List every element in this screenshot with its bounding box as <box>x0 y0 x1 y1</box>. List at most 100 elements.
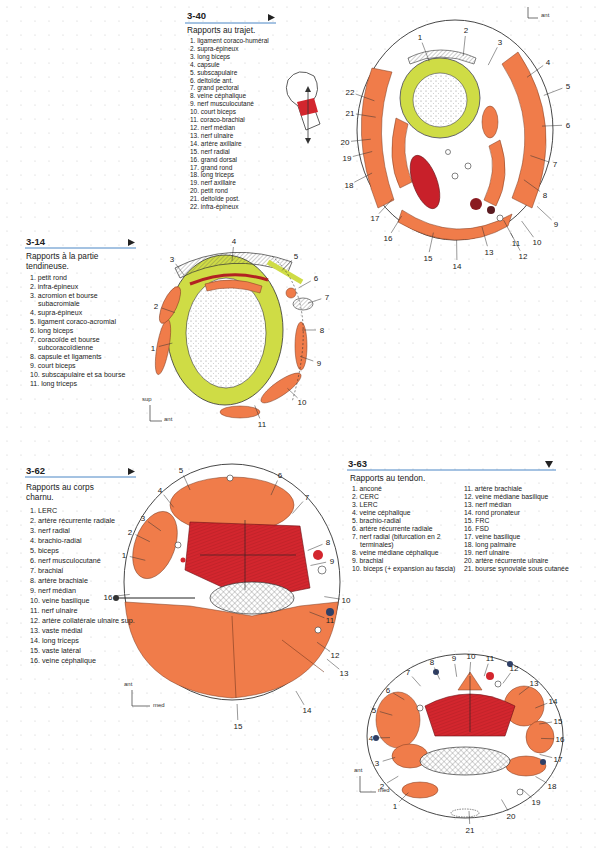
legend-item: 8. veine médiane céphalique <box>352 549 460 557</box>
leader-line <box>255 405 260 418</box>
legend-item: 3. nerf radial <box>30 526 140 536</box>
callout-number: 15 <box>554 717 563 726</box>
leader-line <box>351 139 371 141</box>
callout-number: 14 <box>303 706 312 715</box>
nerve <box>497 215 503 221</box>
leader-line <box>317 642 330 651</box>
callout-number: 18 <box>345 181 354 190</box>
legend-item: 22. infra-épineux <box>190 203 285 211</box>
leader-line <box>176 264 184 275</box>
axis-label: med <box>378 787 390 794</box>
callout-number: 3 <box>375 759 379 768</box>
legend-item: 16. FSD <box>464 525 572 533</box>
leader-line <box>354 173 372 182</box>
section-heading: Rapports au corps charnu. <box>26 483 111 502</box>
septum <box>232 616 236 698</box>
legend-item: 19. nerf axillaire <box>190 179 285 187</box>
legend-item: 12. nerf médian <box>190 124 285 132</box>
axis-corner <box>360 776 376 792</box>
muscle <box>124 505 186 584</box>
title-rule <box>25 477 136 478</box>
callout-number: 14 <box>549 697 558 706</box>
muscle <box>484 140 505 206</box>
muscle <box>506 756 546 776</box>
legend-item: 1. anconé <box>352 485 460 493</box>
legend-item: 10. court biceps <box>190 108 285 116</box>
callout-number: 9 <box>317 359 321 368</box>
leader-line <box>300 356 313 361</box>
legend-item: 11. long triceps <box>30 380 130 389</box>
leader-line <box>308 544 323 550</box>
section-heading: Rapports au trajet. <box>187 26 282 36</box>
legend-item: 6. deltoïde ant. <box>190 77 285 85</box>
callout-number: 11 <box>326 616 334 625</box>
figure-number: 3-14 <box>26 236 45 247</box>
leader-line <box>383 757 396 761</box>
legend-item: 12. artère collatérale ulnaire sup. <box>30 616 140 626</box>
leader-line <box>162 308 175 313</box>
callout-number: 7 <box>553 160 557 169</box>
leader-line <box>536 777 547 784</box>
septum <box>282 640 324 672</box>
nerve <box>465 163 471 169</box>
leader-line <box>502 800 509 811</box>
callout-number: 5 <box>294 252 298 261</box>
legend-item: 18. long triceps <box>190 171 285 179</box>
leader-line <box>522 221 534 237</box>
muscle-red <box>404 152 446 213</box>
leader-line <box>524 180 540 192</box>
callout-number: 7 <box>305 493 309 502</box>
leader-line <box>377 737 390 738</box>
legend-item: 15. vaste latéral <box>30 646 140 656</box>
leader-line <box>530 156 549 163</box>
title-arrow <box>128 239 135 246</box>
leader-line <box>539 722 552 724</box>
leader-line <box>399 793 408 802</box>
arrow-head <box>305 86 311 92</box>
callout-number: 5 <box>179 466 183 475</box>
legend-item: 19. nerf ulnaire <box>464 549 572 557</box>
callout-number: 1 <box>122 551 126 560</box>
title-arrow <box>545 461 553 468</box>
legend-item: 1. ligament coraco-huméral <box>190 37 285 45</box>
bone-section <box>186 278 266 388</box>
legend-list: 1. anconé2. CERC3. LERC4. veine céphaliq… <box>352 485 460 573</box>
section-heading: Rapports à la partie tendineuse. <box>26 252 126 271</box>
legend-item: 4. brachio-radial <box>30 536 140 546</box>
callout-number: 8 <box>326 538 330 547</box>
callout-number: 7 <box>325 293 329 302</box>
legend-item: 3. acromion et bourse subacromiale <box>30 292 130 310</box>
nerve <box>175 542 181 548</box>
leader-line <box>271 481 278 496</box>
legend-item: 4. supra-épineux <box>30 309 130 318</box>
callout-number: 15 <box>424 254 433 263</box>
legend-item: 13. vaste médial <box>30 626 140 636</box>
leader-line <box>488 47 497 65</box>
legend-list: 1. LERC2. artère récurrente radiale3. ne… <box>30 506 140 666</box>
callout-number: 20 <box>341 138 350 147</box>
humerus-section <box>210 582 294 614</box>
leader-line <box>470 662 471 675</box>
callout-number: 2 <box>128 528 132 537</box>
axis-label: sup <box>142 396 152 403</box>
skin-outline <box>367 654 563 818</box>
leader-line <box>311 562 327 565</box>
leader-line <box>527 66 543 78</box>
callout-number: 5 <box>566 82 570 91</box>
legend-item: 4. veine céphalique <box>352 509 460 517</box>
axis-corner <box>132 690 150 706</box>
callout-number: 12 <box>510 664 519 673</box>
coracoid <box>293 298 313 310</box>
legend-item: 16. grand dorsal <box>190 156 285 164</box>
callout-number: 19 <box>532 798 541 807</box>
leader-line <box>310 612 325 618</box>
leader-line <box>519 687 529 695</box>
callout-number: 16 <box>556 735 565 744</box>
legend-item: 10. biceps (+ expansion au fascia) <box>352 565 460 573</box>
callout-number: 10 <box>342 596 351 605</box>
leader-line <box>544 88 563 95</box>
legend-item: 18. long palmaire <box>464 541 572 549</box>
legend-item: 11. nerf ulnaire <box>30 606 140 616</box>
